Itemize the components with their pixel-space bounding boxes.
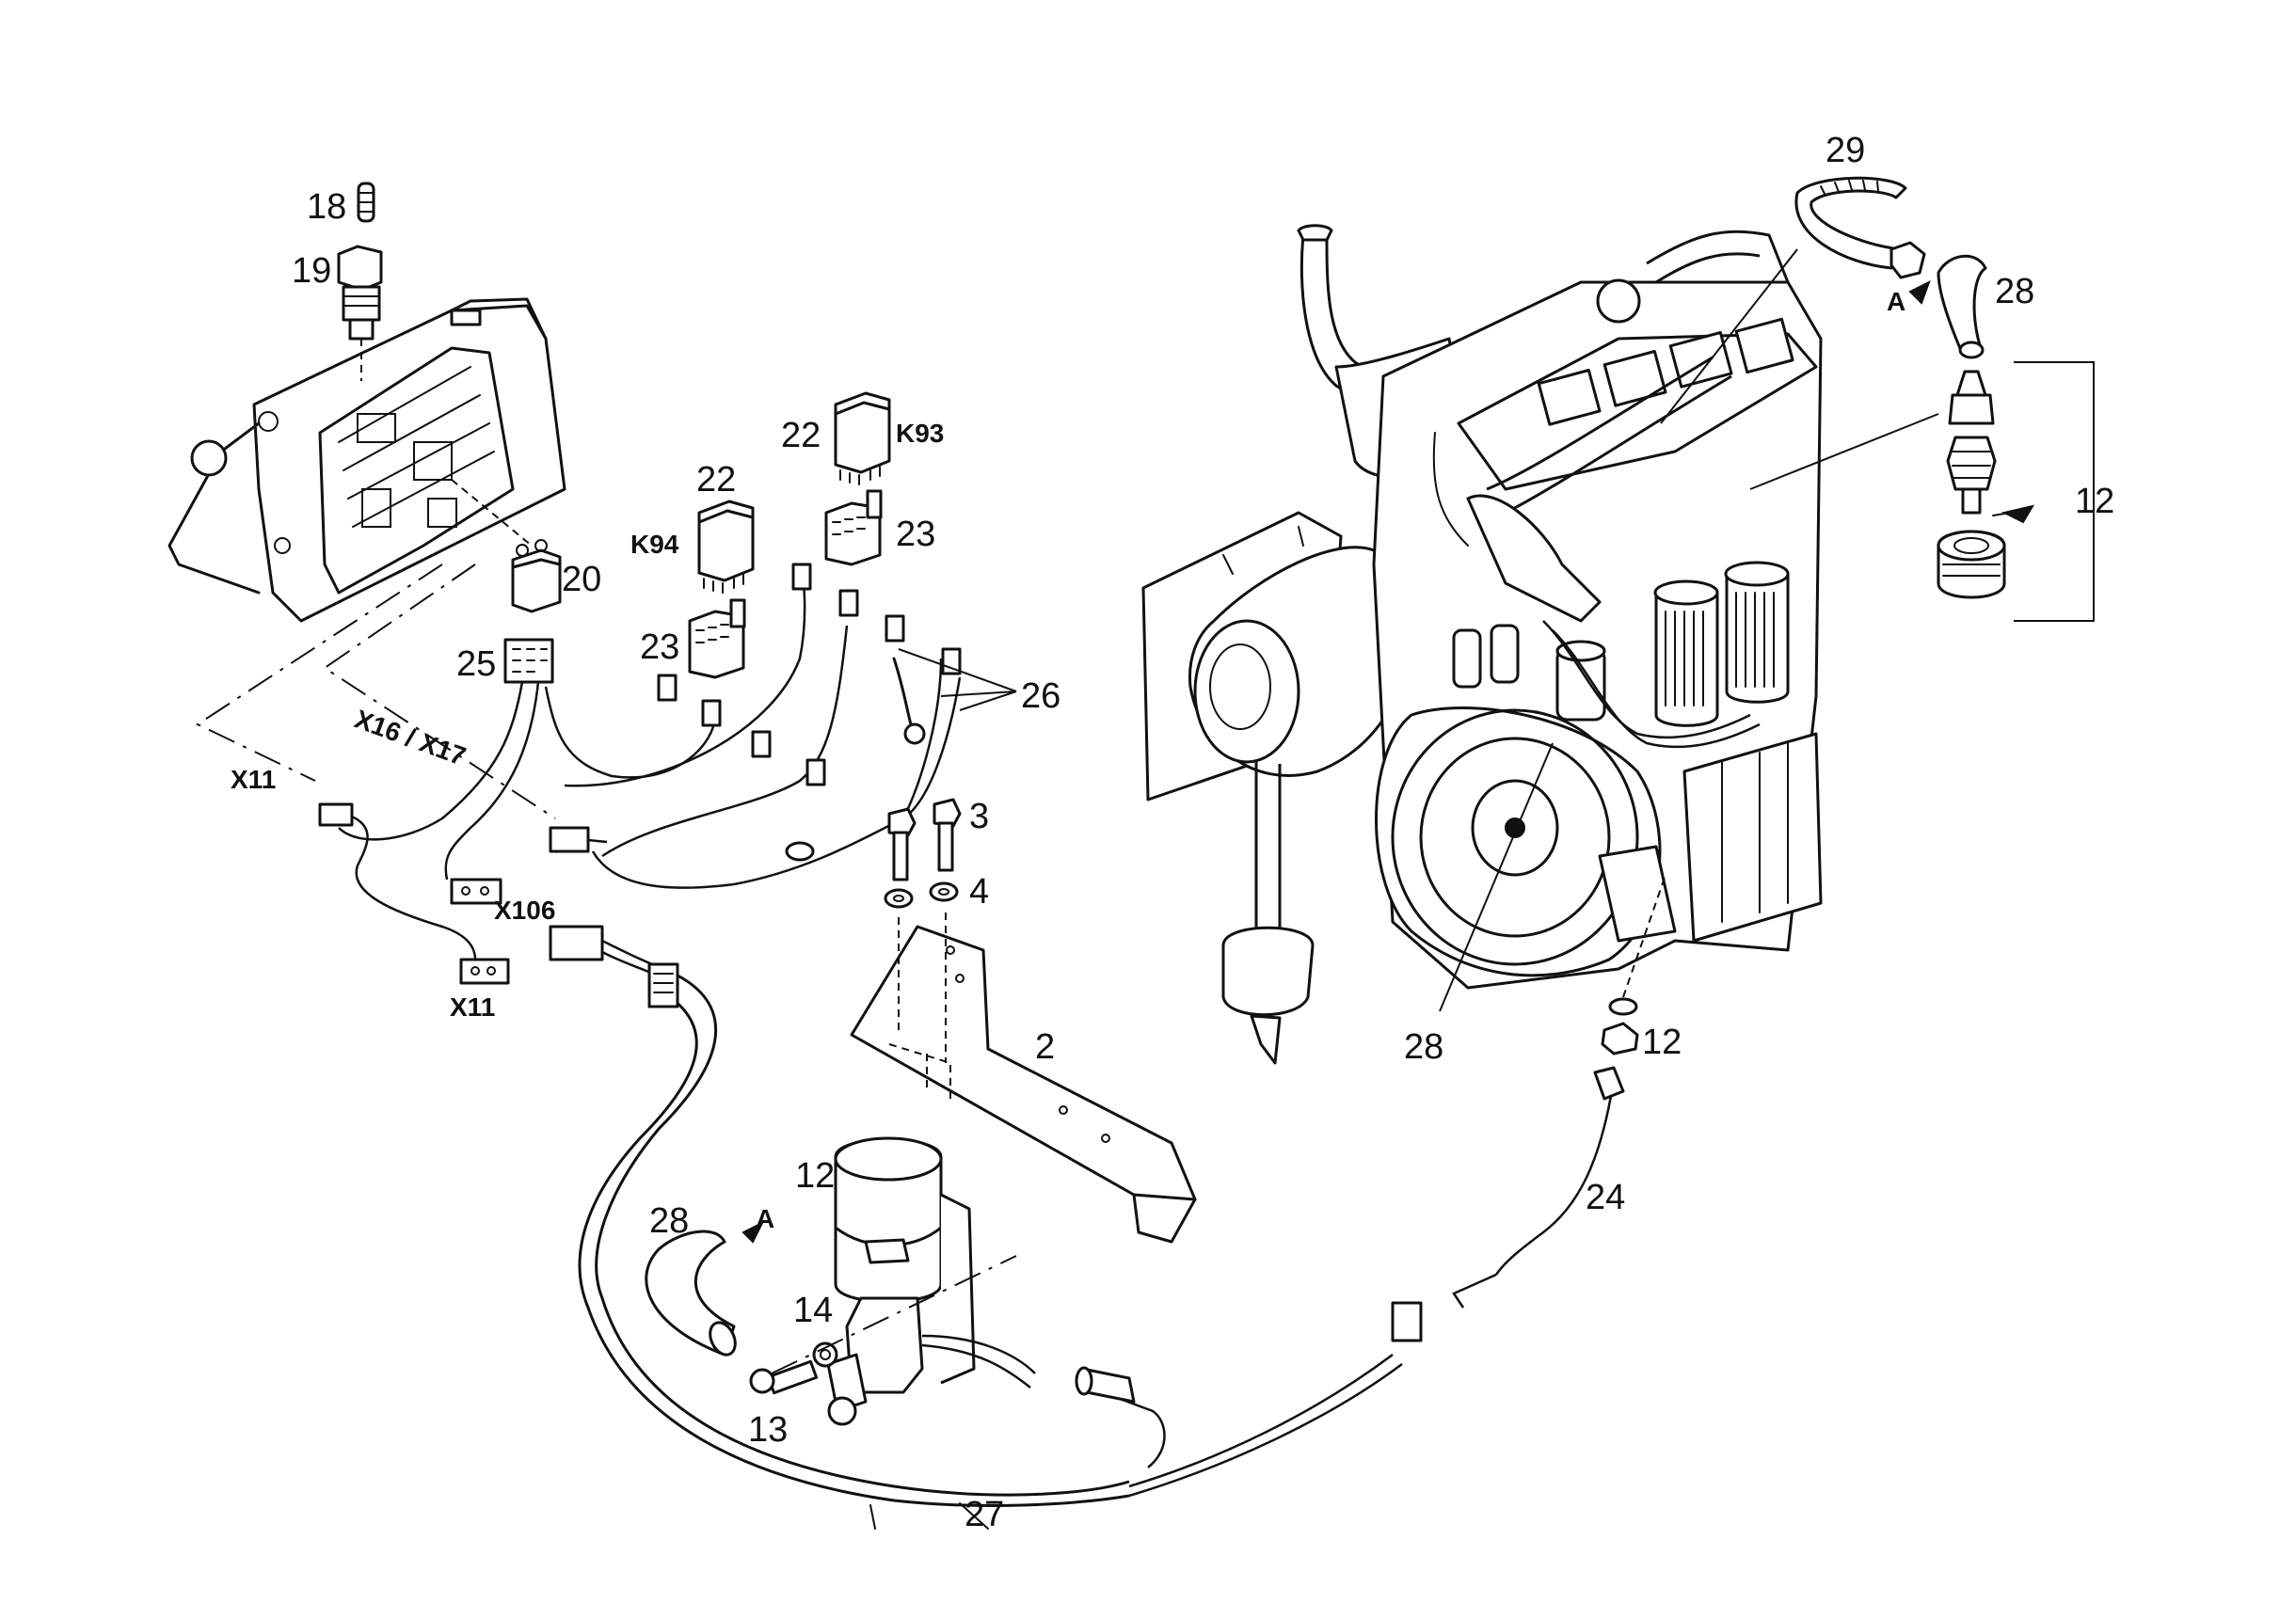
part-14-washer	[812, 1341, 838, 1368]
part-4-washers	[884, 881, 959, 909]
callout-14: 14	[793, 1291, 833, 1330]
callout-12-pump: 12	[795, 1156, 835, 1196]
callout-20: 20	[562, 560, 601, 599]
part-24-sensor-cable	[1452, 1066, 1625, 1309]
callout-28-bottom: 28	[649, 1201, 689, 1241]
callout-22-top: 22	[781, 416, 821, 455]
part-18-bulb	[357, 182, 375, 223]
callout-23-mid: 23	[640, 627, 679, 667]
part-22-relay-k94	[697, 500, 755, 594]
tag-arrow-a-bottom: A	[756, 1204, 774, 1233]
electrical-box	[167, 297, 566, 623]
connector-x11-upper	[318, 802, 477, 960]
cable-plug	[1075, 1366, 1136, 1404]
part-12-fitting-stack	[1937, 370, 2035, 599]
part-3-bolts	[887, 798, 962, 881]
callout-23-top: 23	[896, 515, 935, 554]
part-23-socket-top	[824, 489, 883, 566]
part-28-hose-top	[1908, 254, 1987, 359]
connector-x16-x17	[549, 826, 608, 853]
part-29-clamp	[1794, 176, 1926, 279]
tag-x11-lower: X11	[450, 992, 495, 1022]
part-26-wiring-harness	[338, 563, 1017, 889]
connector-x16-x17-plug	[450, 878, 502, 905]
part-13-bolt	[749, 1359, 819, 1395]
callout-18: 18	[307, 187, 346, 227]
part-25-connector	[503, 638, 554, 684]
part-22-relay-k93	[834, 391, 891, 485]
part-12-fuel-pump	[826, 1136, 1036, 1426]
tag-x106: X106	[494, 896, 555, 925]
callout-26: 26	[1021, 676, 1060, 716]
tag-k94: K94	[630, 530, 679, 559]
callout-12-right: 12	[2075, 482, 2114, 521]
callout-28-top: 28	[1995, 272, 2034, 311]
tag-arrow-a-top: A	[1887, 287, 1905, 316]
part-19-socket	[337, 245, 383, 381]
connector-x11-lower	[459, 958, 510, 985]
callout-13: 13	[748, 1410, 788, 1450]
cable-junction	[1391, 1301, 1423, 1342]
callout-19: 19	[292, 251, 331, 291]
tag-x11-upper: X11	[231, 765, 276, 794]
tag-x16-x17: X16 / X17	[351, 705, 470, 771]
part-28-hose-bottom	[645, 1220, 765, 1357]
callout-22-mid: 22	[696, 460, 736, 500]
callout-12-engine: 12	[1642, 1023, 1682, 1062]
part-23-socket-mid	[688, 598, 746, 679]
callout-29: 29	[1826, 131, 1865, 170]
callout-24: 24	[1586, 1178, 1625, 1217]
callout-2: 2	[1035, 1027, 1055, 1067]
tag-k93: K93	[896, 419, 944, 448]
engine-assembly	[1141, 224, 1823, 1065]
connector-x106	[549, 925, 664, 980]
part-12-engine-plug	[1601, 874, 1666, 1055]
part-20-relay	[451, 479, 562, 613]
callout-25: 25	[456, 644, 496, 684]
callout-3: 3	[969, 797, 989, 836]
callout-27: 27	[965, 1495, 1004, 1534]
part-27-cable	[578, 962, 1403, 1530]
callout-4: 4	[969, 872, 989, 912]
callout-28-engine: 28	[1404, 1027, 1443, 1067]
part-2-bracket	[850, 913, 1197, 1244]
